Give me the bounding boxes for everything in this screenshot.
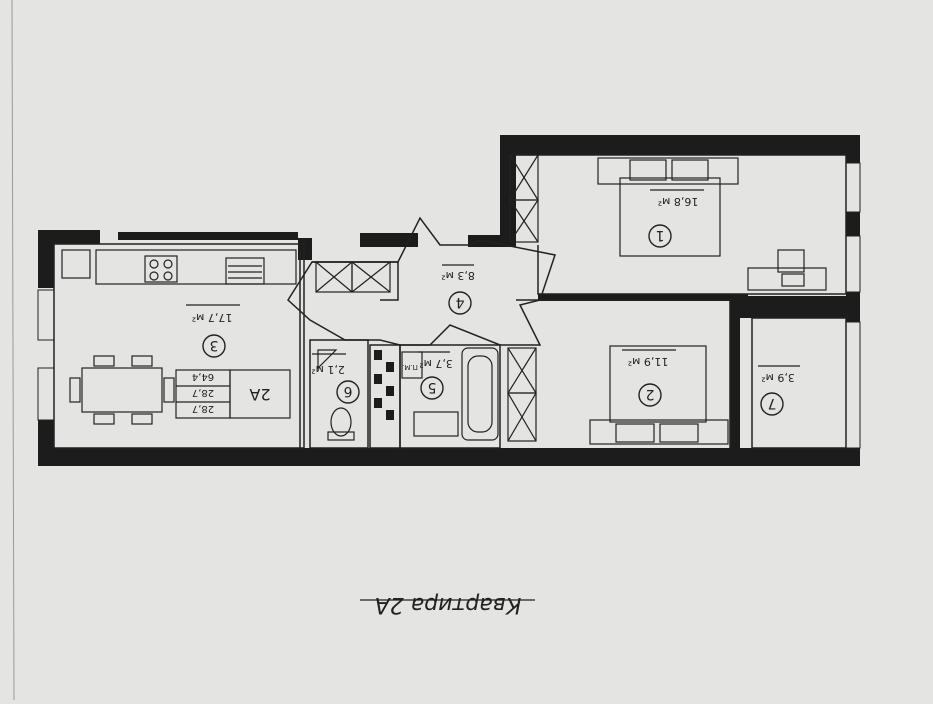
area-underlines (186, 189, 800, 601)
page-border-line (11, 0, 15, 701)
room-3-area: 17,7 м² (192, 311, 233, 324)
interior-lines (53, 154, 847, 449)
area-summary-3: 28,7 (192, 403, 214, 414)
kitchen-counter (61, 249, 297, 285)
washer-label: П.М. (402, 363, 418, 371)
room-3-number: 3 (210, 337, 219, 353)
hall-outline (287, 216, 556, 346)
outer-walls (38, 135, 860, 466)
plan-caption: Квартира 2А (375, 592, 522, 617)
apartment-code: 2А (249, 385, 270, 404)
room-5-area: 3,7 м² (419, 357, 453, 370)
room-5-number: 5 (428, 379, 437, 395)
room-4-number: 4 (455, 294, 464, 310)
room-7-number: 7 (768, 395, 777, 411)
room-2-area: 11,9 м² (628, 355, 669, 368)
room-7-area: 3,9 м² (761, 371, 795, 384)
wardrobes (315, 154, 539, 442)
windows (37, 162, 861, 449)
area-table (175, 369, 291, 419)
area-summary-1: 64,4 (192, 371, 214, 382)
dining-table (69, 355, 175, 425)
bath-fixtures (317, 347, 499, 441)
room-circles (202, 224, 784, 416)
shaft (374, 350, 394, 420)
room-1-area: 16,8 м² (658, 195, 699, 208)
labels: 1 16,8 м² 2 11,9 м² 3 17,7 м² 4 8,3 м² 5… (192, 195, 795, 617)
desk (747, 249, 827, 291)
area-summary-2: 28,7 (192, 387, 214, 398)
room-4-area: 8,3 м² (441, 269, 475, 282)
room-2-number: 2 (646, 386, 655, 402)
room-6-area: 2,1 м² (311, 363, 345, 376)
room-6-number: 6 (343, 383, 352, 399)
beds (589, 157, 739, 445)
room-1-number: 1 (656, 227, 665, 243)
